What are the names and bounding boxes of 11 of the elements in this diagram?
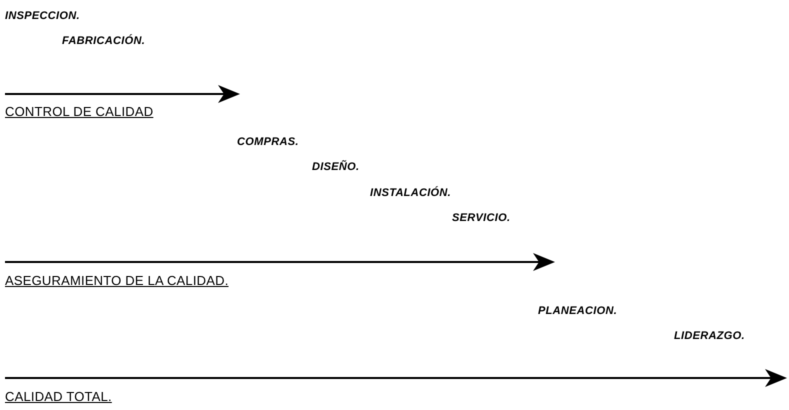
activity-label: COMPRAS. <box>237 137 299 148</box>
activity-label: SERVICIO. <box>452 213 510 224</box>
activity-label: INSTALACIÓN. <box>370 188 452 199</box>
activity-label: FABRICACIÓN. <box>62 36 146 47</box>
stage-title: CALIDAD TOTAL. <box>5 390 112 403</box>
activity-label: DISEÑO. <box>312 162 360 173</box>
activity-label: INSPECCION. <box>5 11 80 22</box>
activity-label: LIDERAZGO. <box>674 331 745 342</box>
stage-title: ASEGURAMIENTO DE LA CALIDAD. <box>5 274 229 287</box>
activity-label: PLANEACION. <box>538 306 618 317</box>
stage-title: CONTROL DE CALIDAD <box>5 105 154 118</box>
